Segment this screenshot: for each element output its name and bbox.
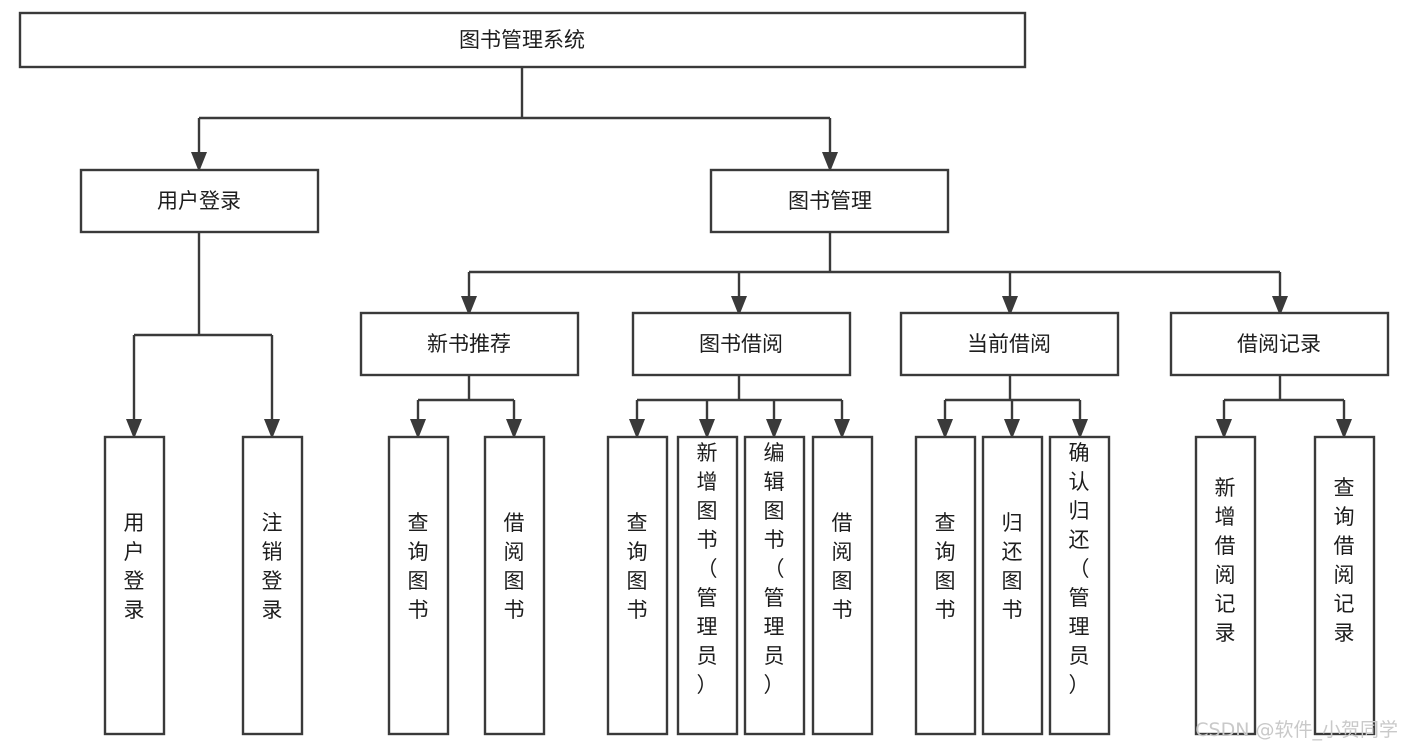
leaf-label: 新增图书（管理员）: [697, 441, 718, 697]
leaf-label: 查询图书: [627, 511, 648, 622]
leaf-node[interactable]: 借阅图书: [811, 435, 874, 736]
leaf-node[interactable]: 编辑图书（管理员）: [743, 435, 806, 736]
leaf-label: 编辑图书（管理员）: [764, 441, 785, 697]
leaf-label: 查询借阅记录: [1334, 476, 1355, 645]
leaf-node[interactable]: 借阅图书: [483, 435, 546, 736]
connector-borrow-record-to-leaves: [1216, 375, 1352, 439]
leaf-node[interactable]: 确认归还（管理员）: [1048, 435, 1111, 736]
leaf-node[interactable]: 新增图书（管理员）: [676, 435, 739, 736]
node-root-label: 图书管理系统: [459, 28, 585, 52]
csdn-watermark: CSDN @软件_小贺同学: [1195, 719, 1398, 741]
leaf-label: 借阅图书: [832, 511, 853, 622]
node-book-management[interactable]: 图书管理: [709, 168, 950, 234]
leaf-node[interactable]: 归还图书: [981, 435, 1044, 736]
leaf-node[interactable]: 查询图书: [914, 435, 977, 736]
leaf-node[interactable]: 注销登录: [241, 435, 304, 736]
leaf-node[interactable]: 查询借阅记录: [1313, 435, 1376, 736]
node-current-borrow[interactable]: 当前借阅: [899, 311, 1120, 377]
node-borrow-record[interactable]: 借阅记录: [1169, 311, 1390, 377]
node-book-borrow[interactable]: 图书借阅: [631, 311, 852, 377]
leaf-label: 查询图书: [408, 511, 429, 622]
node-new-book-recommend-label: 新书推荐: [427, 332, 511, 356]
node-new-book-recommend[interactable]: 新书推荐: [359, 311, 580, 377]
node-book-borrow-label: 图书借阅: [699, 332, 783, 356]
leaf-label: 查询图书: [935, 511, 956, 622]
connector-book-borrow-to-leaves: [629, 375, 850, 439]
node-book-management-label: 图书管理: [788, 189, 872, 213]
leaf-label: 归还图书: [1002, 511, 1023, 622]
leaf-label: 新增借阅记录: [1215, 476, 1236, 645]
leaf-label: 注销登录: [262, 511, 283, 622]
leaf-node[interactable]: 查询图书: [606, 435, 669, 736]
leaf-node[interactable]: 新增借阅记录: [1194, 435, 1257, 736]
leaf-node[interactable]: 查询图书: [387, 435, 450, 736]
node-user-login[interactable]: 用户登录: [79, 168, 320, 234]
leaf-label: 借阅图书: [504, 511, 525, 622]
connector-root-to-level2: [191, 67, 838, 172]
connector-user-login-to-leaves: [126, 232, 280, 439]
leaf-node[interactable]: 用户登录: [103, 435, 166, 736]
leaf-label: 用户登录: [124, 511, 145, 622]
node-root-system[interactable]: 图书管理系统: [18, 11, 1027, 69]
connector-new-book-to-leaves: [410, 375, 522, 439]
node-current-borrow-label: 当前借阅: [967, 332, 1051, 356]
leaf-label: 确认归还（管理员）: [1069, 441, 1090, 697]
node-borrow-record-label: 借阅记录: [1237, 332, 1321, 356]
connector-current-borrow-to-leaves: [937, 375, 1088, 439]
connector-book-management-to-level3: [461, 232, 1288, 316]
node-user-login-label: 用户登录: [157, 189, 241, 213]
